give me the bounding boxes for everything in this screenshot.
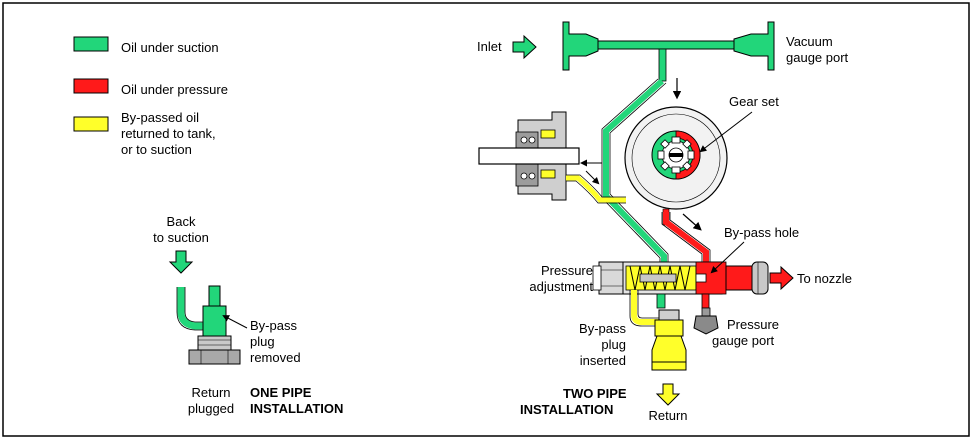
bypass-plug-label-2: plug bbox=[601, 337, 626, 352]
one-pipe-return-plug bbox=[188, 349, 241, 365]
gear-set bbox=[651, 130, 701, 180]
legend-suction-swatch bbox=[73, 36, 109, 52]
bypass-plug-label-3: inserted bbox=[580, 353, 626, 368]
return-arrow-icon bbox=[655, 383, 681, 406]
one-pipe-fitting-top bbox=[208, 285, 221, 309]
two-pipe-installation: Inlet Vacuum gauge port bbox=[477, 21, 852, 423]
pressure-adjustment-label-2: adjustment bbox=[529, 279, 593, 294]
pressure-adjustment-screw bbox=[598, 261, 624, 295]
one-pipe-suction-line bbox=[177, 287, 204, 330]
one-pipe-installation: Back to suction By-pass plug removed Ret… bbox=[153, 214, 343, 416]
legend-pressure-swatch bbox=[73, 78, 109, 94]
seal-bypass-line bbox=[566, 175, 626, 203]
back-to-suction-label-1: Back bbox=[167, 214, 196, 229]
legend-bypass-label-1: By-passed oil bbox=[121, 110, 199, 125]
legend-pressure-label: Oil under pressure bbox=[121, 82, 228, 97]
pressure-adjustment-label-1: Pressure bbox=[541, 263, 593, 278]
return-label: Return bbox=[648, 408, 687, 423]
bypass-return-line bbox=[631, 290, 660, 325]
to-nozzle-label: To nozzle bbox=[797, 271, 852, 286]
pressure-passage bbox=[663, 212, 709, 262]
nozzle-fitting bbox=[725, 265, 753, 291]
legend-bypass-label-2: returned to tank, bbox=[121, 126, 216, 141]
legend-suction-label: Oil under suction bbox=[121, 40, 219, 55]
legend-bypass-label-3: or to suction bbox=[121, 142, 192, 157]
bypass-hole-label: By-pass hole bbox=[724, 225, 799, 240]
suction-passage bbox=[603, 78, 667, 262]
return-plugged-label-1: Return bbox=[191, 385, 230, 400]
back-to-suction-label-2: to suction bbox=[153, 230, 209, 245]
pressure-gauge-port bbox=[693, 307, 719, 335]
legend: Oil under suction Oil under pressure By-… bbox=[73, 36, 228, 157]
two-pipe-title-2: INSTALLATION bbox=[520, 402, 613, 417]
one-pipe-plug-label-1: By-pass bbox=[250, 318, 297, 333]
suction-down-arrow-icon bbox=[168, 250, 194, 274]
return-plugged-label-2: plugged bbox=[188, 401, 234, 416]
regulating-valve bbox=[592, 261, 769, 309]
inlet-label: Inlet bbox=[477, 39, 502, 54]
legend-bypass-swatch bbox=[73, 116, 109, 132]
vacuum-gauge-label-1: Vacuum bbox=[786, 34, 833, 49]
one-pipe-title-1: ONE PIPE bbox=[250, 385, 312, 400]
two-pipe-title-1: TWO PIPE bbox=[563, 386, 627, 401]
bypass-plug-fitting bbox=[651, 309, 687, 371]
vacuum-gauge-label-2: gauge port bbox=[786, 50, 849, 65]
one-pipe-plug-label-3: removed bbox=[250, 350, 301, 365]
pressure-gauge-label-1: Pressure bbox=[727, 317, 779, 332]
pump-shaft bbox=[478, 147, 580, 165]
gear-set-label: Gear set bbox=[729, 94, 779, 109]
shaft-seal-assembly bbox=[478, 111, 580, 201]
one-pipe-plug-body bbox=[197, 335, 232, 351]
inlet-manifold-pipe bbox=[597, 40, 735, 50]
to-nozzle-arrow-icon bbox=[769, 265, 794, 291]
vacuum-gauge-fitting bbox=[733, 21, 775, 71]
one-pipe-plug-label-2: plug bbox=[250, 334, 275, 349]
inlet-arrow-icon bbox=[512, 34, 537, 60]
inlet-fitting bbox=[562, 21, 599, 71]
diagram-frame bbox=[2, 2, 970, 437]
pressure-gauge-label-2: gauge port bbox=[712, 333, 775, 348]
one-pipe-title-2: INSTALLATION bbox=[250, 401, 343, 416]
bypass-plug-label-1: By-pass bbox=[579, 321, 626, 336]
